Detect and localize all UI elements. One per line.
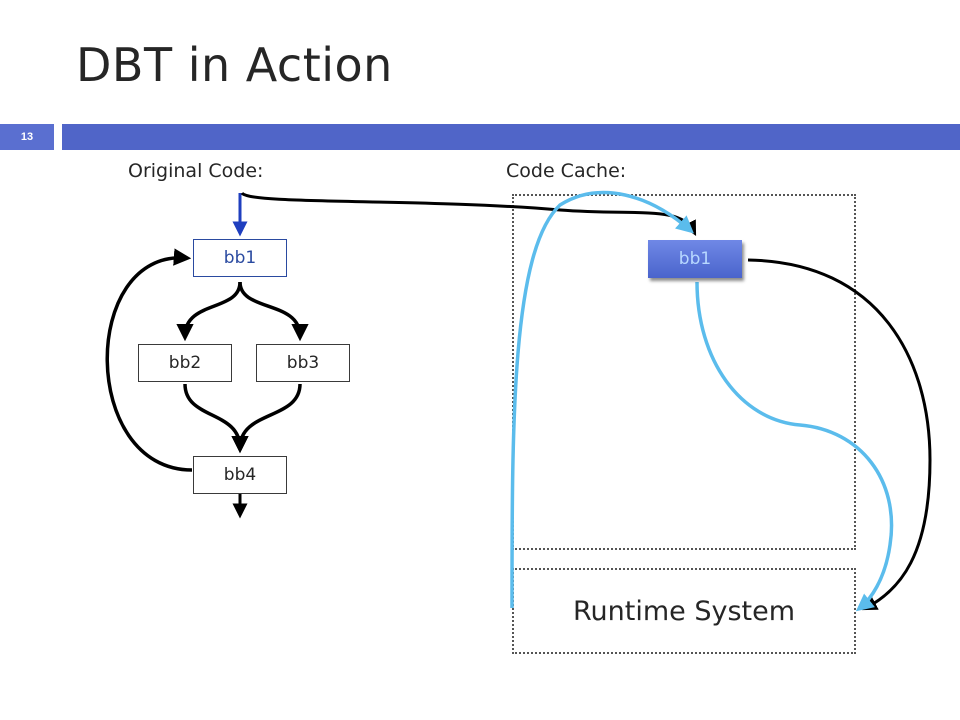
edge-entry-to-cache [240, 191, 697, 236]
runtime-system-region [512, 568, 856, 654]
slide-number: 13 [20, 131, 34, 143]
edge-cache-to-runtime [747, 258, 932, 611]
slide-title: DBT in Action [76, 38, 393, 92]
edge-bb1-bb3 [238, 281, 309, 342]
block-bb4: bb4 [193, 456, 287, 494]
edge-bb4-loop-bb1 [105, 248, 193, 472]
block-bb2: bb2 [138, 344, 232, 382]
original-code-label: Original Code: [128, 160, 264, 182]
runtime-system-label: Runtime System [572, 595, 796, 627]
cached-block-bb1: bb1 [648, 240, 742, 278]
edge-runtime-to-cache [510, 190, 694, 609]
title-accent-bar [62, 124, 960, 150]
slide-number-badge [0, 124, 54, 150]
block-bb3: bb3 [256, 344, 350, 382]
block-bb1: bb1 [193, 239, 287, 277]
edge-bb2-bb4 [183, 383, 249, 454]
code-cache-label: Code Cache: [506, 160, 627, 182]
code-cache-region [512, 194, 856, 550]
edge-bb1-bb2 [176, 281, 242, 342]
edge-cache-bb1-to-runtime [695, 281, 894, 612]
edge-bb3-bb4 [231, 383, 302, 454]
